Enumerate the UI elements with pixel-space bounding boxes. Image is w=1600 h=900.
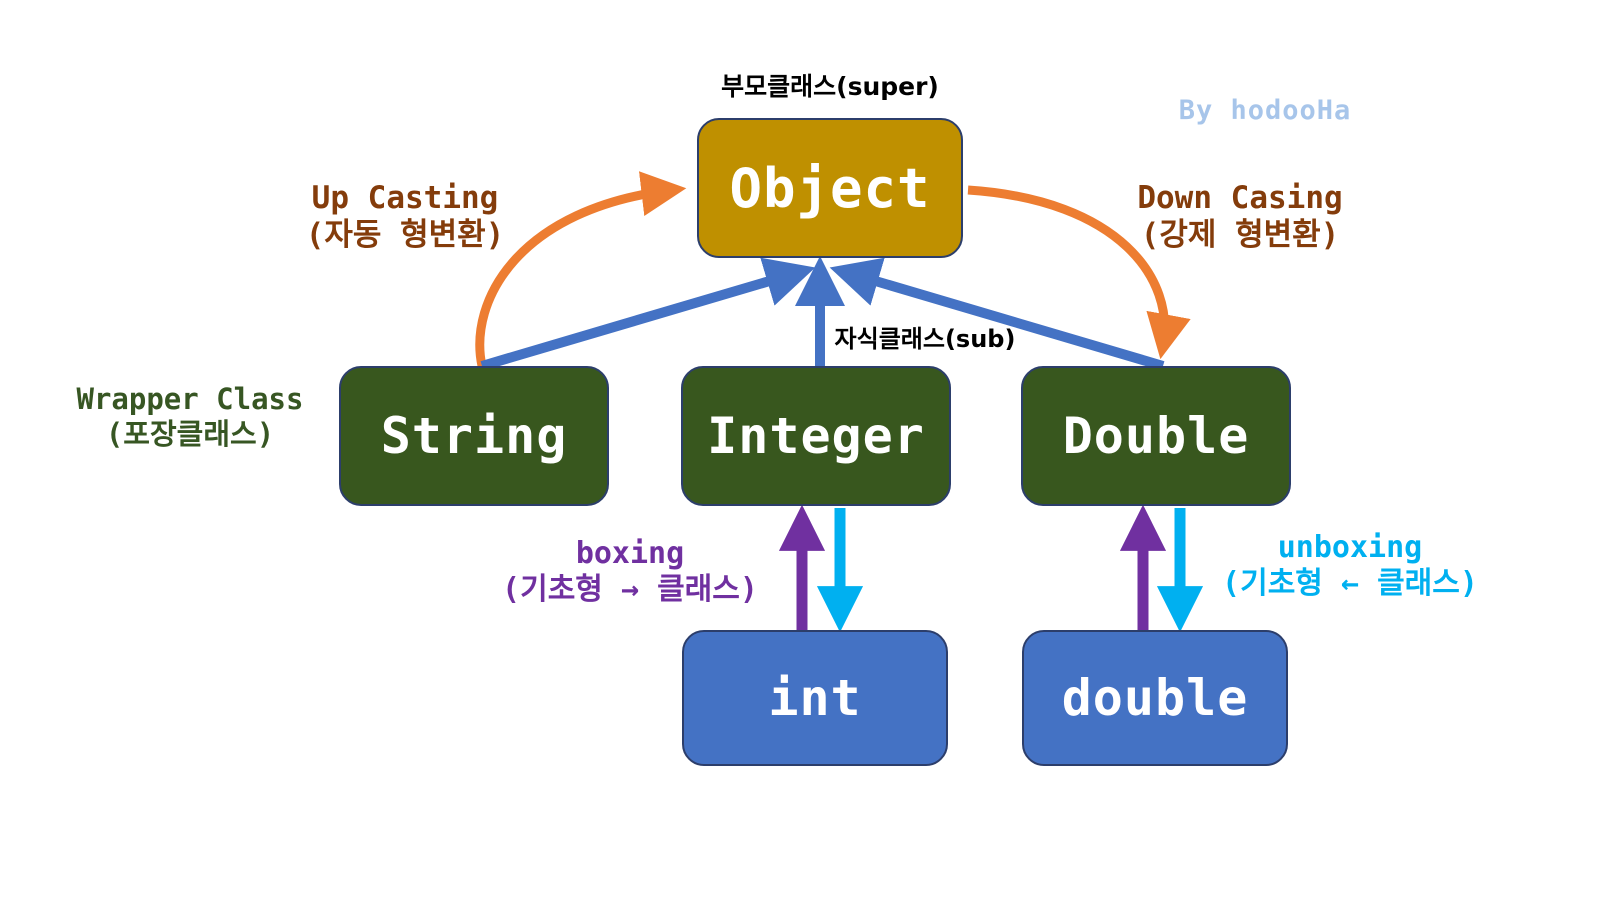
node-double-primitive-label: double (1061, 669, 1249, 727)
node-string[interactable]: String (339, 366, 609, 506)
wrapper-class-label: Wrapper Class (포장클래스) (76, 382, 304, 451)
super-class-caption: 부모클래스(super) (721, 72, 939, 101)
node-double-primitive[interactable]: double (1022, 630, 1288, 766)
unboxing-label: unboxing (기초형 ← 클래스) (1222, 530, 1478, 601)
node-integer[interactable]: Integer (681, 366, 951, 506)
boxing-label: boxing (기초형 → 클래스) (502, 536, 758, 607)
node-double-class[interactable]: Double (1021, 366, 1291, 506)
node-double-class-label: Double (1062, 407, 1250, 465)
sub-class-caption: 자식클래스(sub) (834, 325, 1016, 353)
node-object-label: Object (729, 156, 931, 220)
author-credit: By hodooHa (1178, 95, 1352, 126)
node-object[interactable]: Object (697, 118, 963, 258)
up-casting-label: Up Casting (자동 형변환) (305, 180, 505, 254)
node-integer-label: Integer (707, 407, 925, 465)
node-int[interactable]: int (682, 630, 948, 766)
node-string-label: String (380, 407, 568, 465)
node-int-label: int (768, 669, 862, 727)
down-casting-label: Down Casing (강제 형변환) (1137, 180, 1343, 254)
string-inherits-object-arrow (480, 257, 816, 371)
